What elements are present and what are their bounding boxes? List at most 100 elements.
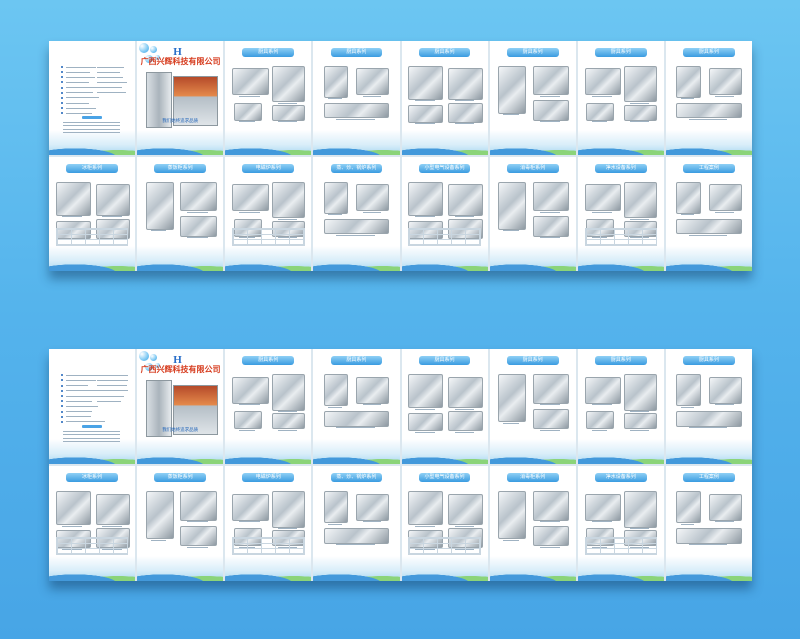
- bullet-dot: [61, 410, 64, 413]
- bullet-dot: [61, 91, 64, 94]
- product-image: [532, 491, 570, 521]
- product-caption: [239, 521, 260, 523]
- product-image: [323, 102, 390, 119]
- product-image: [408, 182, 444, 216]
- product-caption: [328, 214, 342, 215]
- intro-text-line: [66, 112, 92, 114]
- brochure-page-p14: 消毒柜系列: [489, 466, 576, 581]
- product-image: [708, 68, 742, 96]
- company-name: 广西兴辉科技有限公司: [140, 56, 221, 66]
- product-image: [271, 66, 305, 103]
- intro-text-line: [66, 395, 101, 397]
- product-image: [448, 68, 483, 100]
- product-caption: [150, 539, 167, 541]
- page-title: 电磁炉系列: [242, 163, 295, 173]
- page-wave-decoration: [137, 245, 224, 271]
- product-caption: [591, 120, 608, 122]
- page-wave-decoration: [49, 245, 136, 271]
- page-wave-decoration: [137, 438, 224, 464]
- product-caption: [336, 544, 375, 546]
- product-image: [624, 66, 658, 103]
- page-title: 厨具系列: [330, 47, 383, 57]
- product-image: [271, 182, 305, 219]
- product-image: [498, 374, 527, 423]
- spec-table: [232, 537, 305, 556]
- intro-text-line: [97, 76, 124, 78]
- product-image: [676, 102, 742, 119]
- product-image: [448, 376, 483, 409]
- bullet-dot: [61, 86, 64, 89]
- product-image: [498, 66, 527, 114]
- product-caption: [239, 120, 255, 122]
- brochure-page-intro: [49, 41, 136, 155]
- page-title: 净水设备系列: [594, 163, 647, 173]
- product-image: [356, 184, 390, 212]
- product-image: [584, 184, 622, 212]
- product-caption: [277, 528, 297, 530]
- product-caption: [539, 429, 561, 431]
- product-caption: [591, 211, 613, 213]
- page-title: 厨具系列: [506, 355, 559, 365]
- intro-text-line: [97, 82, 127, 84]
- product-image: [448, 184, 483, 216]
- product-caption: [414, 123, 435, 125]
- company-logo-icon: H: [173, 353, 182, 366]
- product-image: [271, 374, 305, 411]
- bullet-dot: [61, 389, 64, 392]
- page-wave-decoration: [225, 555, 312, 581]
- bullet-dot: [61, 71, 64, 74]
- brochure-page-p9: 冰柜系列: [49, 157, 136, 271]
- contact-text-line: [62, 441, 120, 442]
- page-title: 厨具系列: [683, 47, 735, 57]
- brochure-page-p7: 厨具系列: [577, 41, 664, 155]
- intro-text-line: [66, 82, 90, 84]
- spec-table: [408, 537, 481, 556]
- page-title: 蒸饭柜系列: [154, 472, 207, 482]
- page-title: 工程案例: [683, 472, 735, 482]
- product-image: [586, 102, 615, 121]
- intro-text-line: [66, 87, 98, 89]
- product-image: [448, 411, 483, 432]
- brochure-page-p10: 蒸饭柜系列: [137, 466, 224, 581]
- bullet-dot: [61, 384, 64, 387]
- intro-text-line: [66, 97, 100, 99]
- bullet-dot: [61, 420, 64, 423]
- page-wave-decoration: [489, 555, 576, 581]
- page-wave-decoration: [577, 245, 664, 271]
- product-image: [408, 413, 444, 432]
- product-caption: [680, 523, 695, 525]
- intro-text-line: [97, 374, 129, 376]
- product-caption: [414, 408, 435, 410]
- product-image: [676, 374, 701, 407]
- brochure-page-p10: 蒸饭柜系列: [137, 157, 224, 271]
- product-image: [323, 374, 349, 407]
- product-image: [676, 66, 701, 98]
- page-wave-decoration: [665, 245, 752, 271]
- product-caption: [630, 429, 650, 431]
- page-wave-decoration: [49, 438, 136, 464]
- product-caption: [539, 521, 561, 523]
- product-image: [271, 413, 305, 430]
- brochure-page-p5: 厨具系列: [401, 349, 488, 464]
- brochure-page-p16: 工程案例: [665, 157, 752, 271]
- page-title: 蒸、炒、锅炉系列: [330, 163, 383, 173]
- product-caption: [454, 431, 475, 433]
- page-title: 厨具系列: [506, 47, 559, 57]
- page-wave-decoration: [401, 129, 488, 155]
- product-image: [145, 182, 174, 230]
- product-image: [532, 182, 570, 212]
- product-caption: [680, 214, 695, 215]
- product-image: [676, 411, 742, 427]
- intro-text-line: [66, 400, 92, 402]
- product-image: [676, 218, 742, 235]
- page-wave-decoration: [225, 129, 312, 155]
- product-image: [55, 491, 91, 526]
- bullet-dot: [61, 96, 64, 99]
- slogan: 我们始终追求品质: [162, 427, 199, 433]
- brochure-page-p12: 蒸、炒、锅炉系列: [313, 157, 400, 271]
- product-image: [323, 218, 390, 235]
- spec-table: [55, 227, 129, 246]
- product-image: [95, 493, 131, 526]
- brochure-page-p6: 厨具系列: [489, 41, 576, 155]
- product-image: [676, 528, 742, 544]
